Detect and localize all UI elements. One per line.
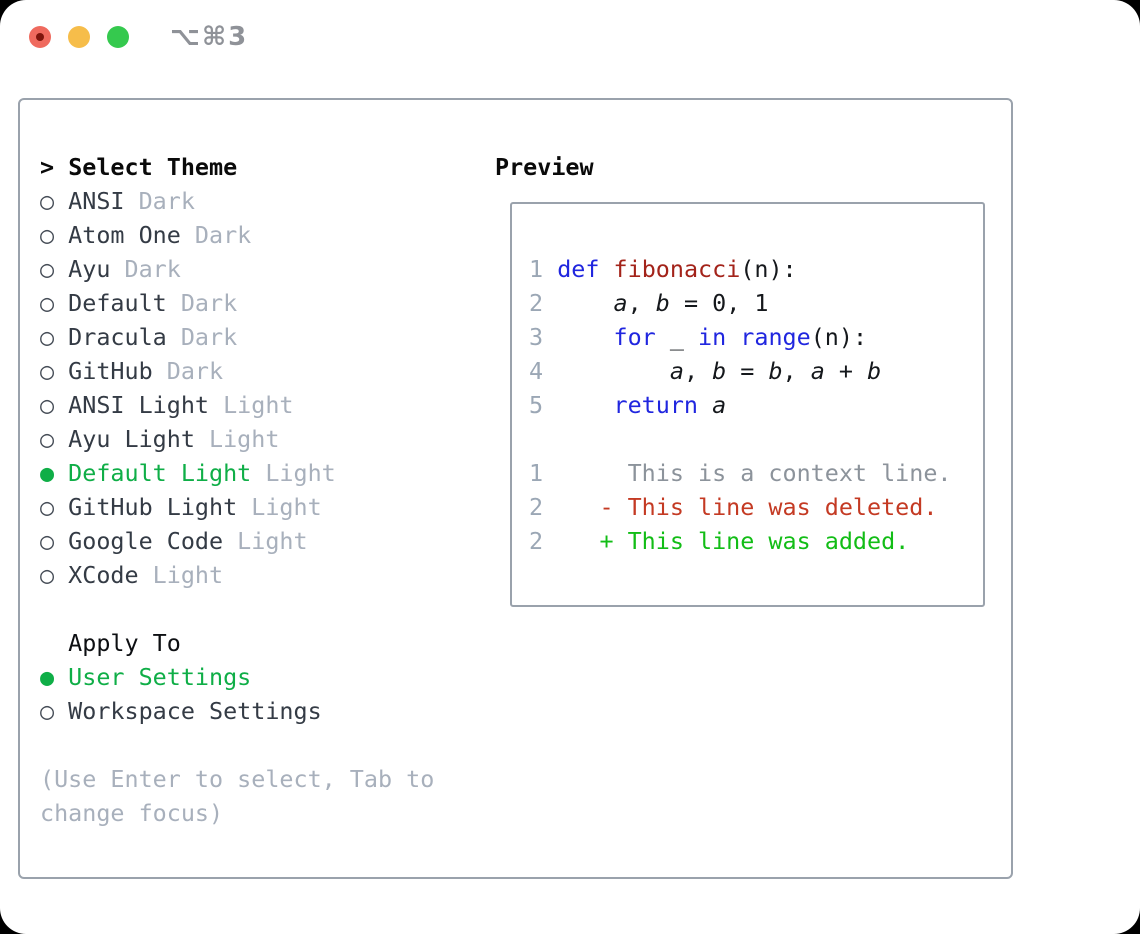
option-label: GitHub Light [54,493,238,521]
code-line: 1 def fibonacci(n): [529,255,797,283]
theme-option-atom-one[interactable]: ○ Atom One Dark [40,218,336,252]
code-line: 2 a, b = 0, 1 [529,289,769,317]
zoom-button[interactable] [107,26,129,48]
theme-option-default[interactable]: ○ Default Dark [40,286,336,320]
option-label: Default [54,289,167,317]
variant-badge: Light [194,425,280,453]
radio-off-icon: ○ [40,391,55,419]
radio-on-icon: ● [40,663,55,691]
cursor-icon: > [40,153,55,181]
option-label: Atom One [54,221,181,249]
variant-badge: Light [138,561,224,589]
option-label: GitHub [54,357,153,385]
radio-off-icon: ○ [40,697,55,725]
radio-on-icon: ● [40,459,55,487]
theme-option-xcode[interactable]: ○ XCode Light [40,558,336,592]
variant-badge: Dark [166,323,238,351]
radio-off-icon: ○ [40,255,55,283]
apply-to-list: Apply To ● User Settings○ Workspace Sett… [40,626,322,728]
variant-badge: Dark [152,357,224,385]
keyboard-hint: (Use Enter to select, Tab to change focu… [40,765,435,827]
option-label: Dracula [54,323,167,351]
theme-option-google-code[interactable]: ○ Google Code Light [40,524,336,558]
radio-off-icon: ○ [40,357,55,385]
radio-off-icon: ○ [40,493,55,521]
variant-badge: Light [209,391,294,419]
code-line: 4 a, b = b, a + b [529,357,882,385]
variant-badge: Dark [166,289,238,317]
option-label: Ayu Light [54,425,195,453]
radio-off-icon: ○ [40,187,55,215]
theme-select-list: > Select Theme ○ ANSI Dark○ Atom One Dar… [40,150,336,592]
code-line: 2 - This line was deleted. [529,493,938,521]
theme-option-default-light[interactable]: ● Default Light Light [40,456,336,490]
option-label: XCode [54,561,139,589]
code-line: 1 This is a context line. [529,459,952,487]
radio-off-icon: ○ [40,425,55,453]
radio-off-icon: ○ [40,289,55,317]
code-line: 2 + This line was added. [529,527,910,555]
close-button[interactable] [29,26,51,48]
radio-off-icon: ○ [40,561,55,589]
radio-off-icon: ○ [40,323,55,351]
option-label: Default Light [54,459,252,487]
code-preview: 1 def fibonacci(n): 2 a, b = 0, 1 3 for _ … [529,252,952,558]
variant-badge: Light [251,459,336,487]
close-dot-icon [36,33,44,41]
theme-option-github-light[interactable]: ○ GitHub Light Light [40,490,336,524]
option-label: User Settings [54,663,252,691]
code-line [529,422,952,456]
code-line: 3 for _ in range(n): [529,323,868,351]
variant-badge: Dark [110,255,181,283]
apply-to-heading: Apply To [68,629,181,657]
preview-box: 1 def fibonacci(n): 2 a, b = 0, 1 3 for _ … [510,202,985,607]
minimize-button[interactable] [68,26,90,48]
variant-badge: Light [237,493,322,521]
theme-select-heading: > Select Theme [40,153,238,181]
theme-option-ayu[interactable]: ○ Ayu Dark [40,252,336,286]
theme-option-ansi-light[interactable]: ○ ANSI Light Light [40,388,336,422]
theme-option-github[interactable]: ○ GitHub Dark [40,354,336,388]
titlebar: ⌥⌘3 [0,0,1140,75]
variant-badge: Light [223,527,308,555]
preview-heading: Preview [495,153,594,181]
variant-badge: Dark [124,187,195,215]
radio-off-icon: ○ [40,527,55,555]
option-label: Google Code [54,527,224,555]
theme-option-ayu-light[interactable]: ○ Ayu Light Light [40,422,336,456]
code-line: 5 return a [529,391,727,419]
apply-option-user-settings[interactable]: ● User Settings [40,660,322,694]
theme-option-dracula[interactable]: ○ Dracula Dark [40,320,336,354]
theme-option-ansi[interactable]: ○ ANSI Dark [40,184,336,218]
radio-off-icon: ○ [40,221,55,249]
main-panel: > Select Theme ○ ANSI Dark○ Atom One Dar… [18,98,1013,879]
option-label: Ayu [54,255,111,283]
option-label: ANSI Light [54,391,209,419]
option-label: ANSI [54,187,125,215]
variant-badge: Dark [180,221,252,249]
option-label: Workspace Settings [54,697,322,725]
apply-option-workspace-settings[interactable]: ○ Workspace Settings [40,694,322,728]
window-shortcut-label: ⌥⌘3 [170,22,249,52]
